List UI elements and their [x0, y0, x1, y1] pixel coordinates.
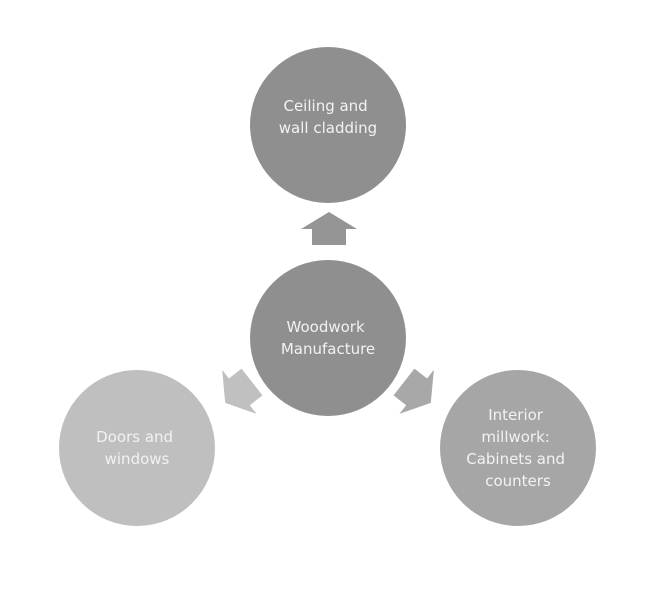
node-circle — [59, 370, 215, 526]
label-line: windows — [105, 450, 170, 468]
node-label: Doors and windows — [96, 428, 178, 468]
down-left-arrow-icon — [222, 368, 263, 414]
arrow-to-doors — [222, 368, 263, 414]
node-label: Interior millwork: Cabinets and counters — [466, 406, 570, 490]
label-line: Doors and — [96, 428, 173, 446]
label-line: wall cladding — [279, 119, 377, 137]
node-circle — [440, 370, 596, 526]
center-label: Woodwork Manufacture — [281, 318, 375, 358]
arrow-to-interior — [393, 368, 434, 414]
label-line: millwork: — [481, 428, 549, 446]
label-line: Interior — [488, 406, 544, 424]
up-arrow-icon — [301, 212, 357, 245]
node-interior: Interior millwork: Cabinets and counters — [440, 370, 596, 526]
node-circle — [250, 47, 406, 203]
label-line: Woodwork — [287, 318, 365, 336]
center-circle — [250, 260, 406, 416]
label-line: Ceiling and — [283, 97, 367, 115]
node-doors: Doors and windows — [59, 370, 215, 526]
label-line: Cabinets and — [466, 450, 565, 468]
node-label: Ceiling and wall cladding — [279, 97, 377, 137]
down-right-arrow-icon — [393, 368, 434, 414]
node-center: Woodwork Manufacture — [250, 260, 406, 416]
label-line: counters — [485, 472, 551, 490]
node-ceiling: Ceiling and wall cladding — [250, 47, 406, 203]
label-line: Manufacture — [281, 340, 375, 358]
arrow-to-ceiling — [301, 212, 357, 245]
